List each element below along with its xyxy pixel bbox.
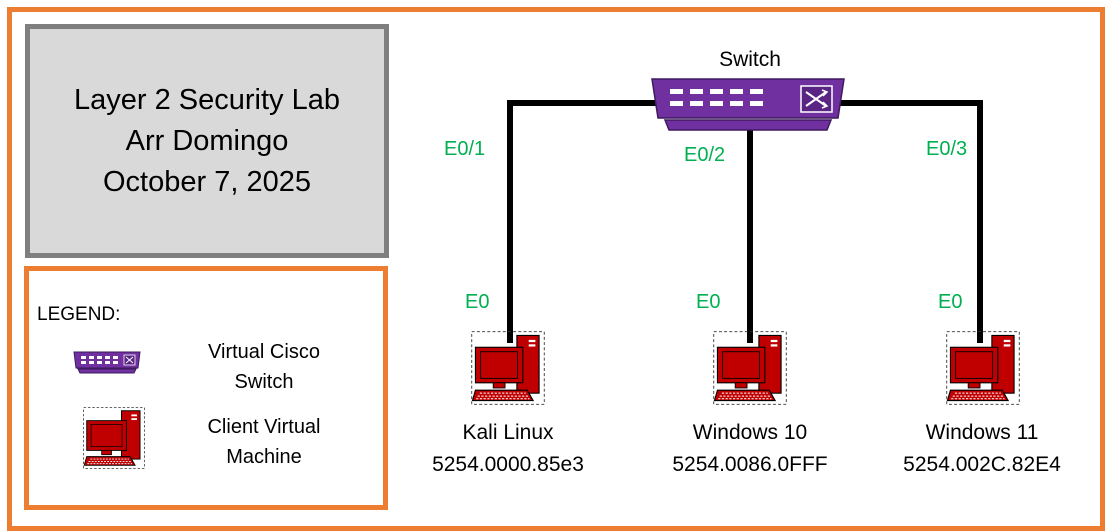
host-mac-win10: 5254.0086.0FFF: [672, 453, 828, 476]
port-label-kali-e0: E0: [465, 291, 490, 313]
port-label-e02: E0/2: [684, 144, 726, 166]
port-label-e01: E0/1: [444, 138, 486, 160]
host-name-kali: Kali Linux: [462, 421, 554, 444]
link-win11: [840, 100, 983, 343]
port-label-win11-e0: E0: [938, 291, 963, 313]
legend-heading: LEGEND:: [37, 304, 121, 325]
lab-date: October 7, 2025: [103, 165, 311, 198]
legend-client-label: Client Virtual Machine: [207, 416, 321, 468]
title-panel: Layer 2 Security Lab Arr Domingo October…: [25, 24, 389, 258]
legend-switch-icon: [73, 351, 141, 374]
diagram-frame: [7, 7, 1105, 531]
author-name: Arr Domingo: [125, 124, 289, 157]
switch-icon: [651, 78, 845, 131]
legend-panel: LEGEND: Virtual Cisco Switch Client Virt…: [24, 266, 388, 510]
host-name-win10: Windows 10: [692, 421, 808, 444]
legend-switch-label: Virtual Cisco Switch: [208, 341, 320, 393]
host-mac-win11: 5254.002C.82E4: [903, 453, 1061, 476]
network-links: [507, 100, 983, 343]
lab-title: Layer 2 Security Lab: [74, 83, 340, 116]
host-mac-kali: 5254.0000.85e3: [432, 453, 584, 476]
port-label-e03: E0/3: [926, 138, 968, 160]
host-name-win11: Windows 11: [925, 421, 1039, 444]
link-kali: [507, 100, 660, 343]
switch-label: Switch: [719, 48, 781, 71]
port-label-win10-e0: E0: [696, 291, 721, 313]
